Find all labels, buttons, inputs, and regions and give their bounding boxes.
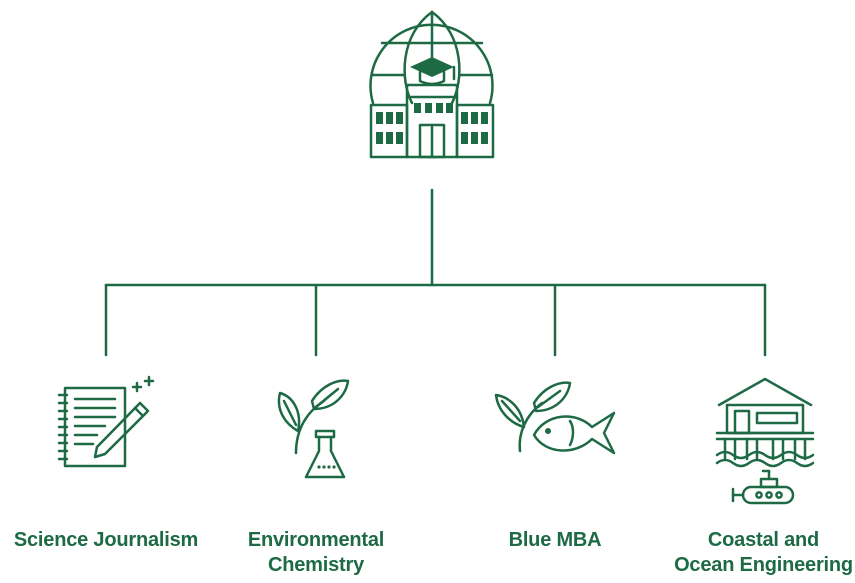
leaf-fish-icon xyxy=(494,381,616,455)
branch-label-science-journalism: Science Journalism xyxy=(0,528,212,553)
branch-label-blue-mba: Blue MBA xyxy=(480,528,630,553)
stilt-house-submarine-icon xyxy=(715,377,815,505)
branch-label-line: Chemistry xyxy=(267,554,364,576)
university-globe-icon xyxy=(369,10,495,159)
branch-label-line: Coastal and xyxy=(707,529,820,551)
branch-label-line: Environmental xyxy=(247,529,385,551)
branch-label-line: Blue MBA xyxy=(508,529,602,551)
notebook-pen-icon xyxy=(57,375,155,468)
branch-label-coastal-ocean-engineering: Coastal and Ocean Engineering xyxy=(672,528,855,578)
branch-label-line: Science Journalism xyxy=(13,529,199,551)
leaf-flask-icon xyxy=(277,379,350,479)
branch-label-environmental-chemistry: Environmental Chemistry xyxy=(220,528,412,578)
branch-label-line: Ocean Engineering xyxy=(674,554,853,576)
